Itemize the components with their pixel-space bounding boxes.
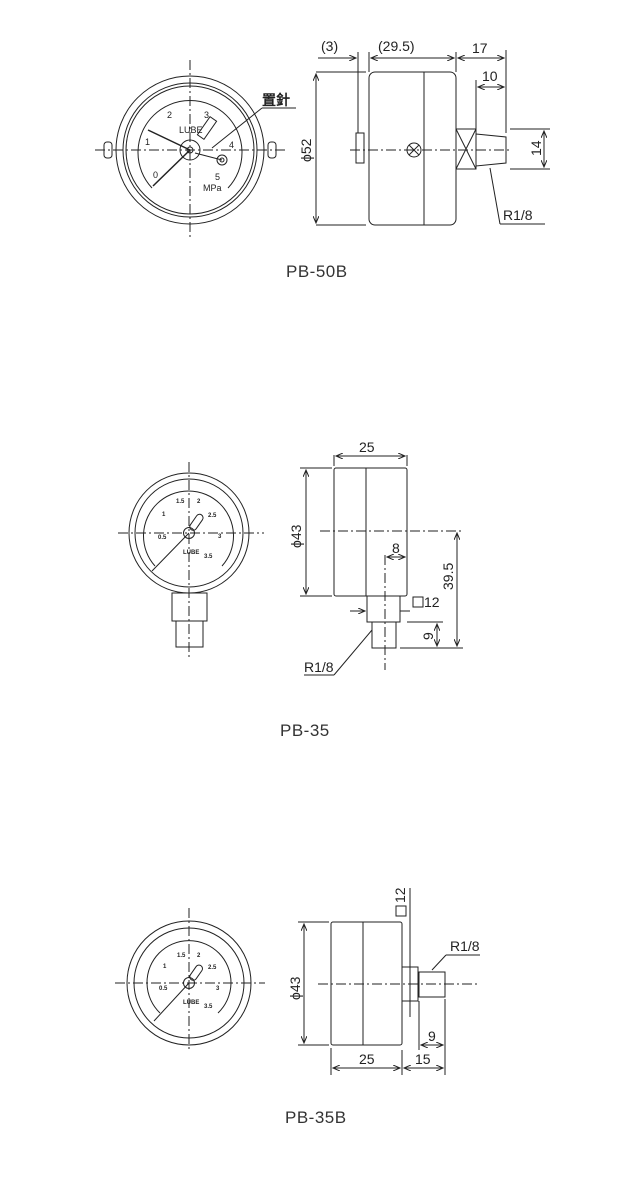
pb35-dim-8: 8: [392, 540, 400, 556]
pb35-dim-25: 25: [359, 439, 375, 455]
caption-pb-35b: PB-35B: [285, 1108, 347, 1127]
pb50b-brand: LUBE: [179, 125, 203, 135]
pb35b-scale-3.5: 3.5: [204, 1004, 213, 1010]
pb35-scale-2.5: 2.5: [208, 513, 217, 519]
pb35b-dim-12: 12: [392, 887, 408, 903]
pb50b-scale-2: 2: [167, 110, 172, 120]
pb35-scale-0.5: 0.5: [158, 535, 167, 541]
pb50b-scale-0: 0: [153, 170, 158, 180]
pb50b-dim-body: (29.5): [378, 38, 415, 54]
pb35b-dim-thread: R1/8: [450, 938, 480, 954]
pb35b-scale-3: 3: [216, 986, 220, 992]
pb35-front-view: [118, 462, 264, 658]
pb35-dim-12: 12: [424, 594, 440, 610]
pb35-dim-9: 9: [420, 632, 436, 640]
pb50b-callout: 置針: [262, 92, 290, 108]
pb50b-scale-1: 1: [145, 137, 150, 147]
pb35b-scale-0.5: 0.5: [159, 986, 168, 992]
pb50b-dim-14: 14: [528, 140, 544, 156]
pb35b-scale-1: 1: [163, 964, 167, 970]
pb35-scale-3.5: 3.5: [204, 554, 213, 560]
caption-pb-50b: PB-50B: [286, 262, 348, 281]
pb50b-dim-knob: (3): [321, 38, 338, 54]
pb35-scale-1: 1: [162, 512, 166, 518]
pb35-scale-3: 3: [218, 534, 222, 540]
caption-pb-35: PB-35: [280, 721, 330, 740]
pb35b-brand: LUBE: [183, 1000, 199, 1006]
pb35-scale-1.5: 1.5: [176, 499, 185, 505]
pb50b-side-view: [316, 50, 550, 226]
pb50b-dim-diameter: ϕ52: [298, 138, 314, 162]
pb35b-dim-15: 15: [415, 1051, 431, 1067]
pb50b-dim-10: 10: [482, 68, 498, 84]
pb50b-dim-17: 17: [472, 40, 488, 56]
pb35b-dim-25: 25: [359, 1051, 375, 1067]
pb50b-scale-4: 4: [229, 140, 234, 150]
pb35-scale-2: 2: [197, 499, 201, 505]
pb35-brand: LUBE: [183, 550, 199, 556]
pb35b-front-view: [115, 908, 265, 1052]
pb35b-scale-1.5: 1.5: [177, 953, 186, 959]
pb35-dim-39.5: 39.5: [440, 563, 456, 590]
pb35-side-view: [300, 455, 463, 676]
pb50b-scale-3: 3: [204, 110, 209, 120]
pb35-dim-thread: R1/8: [304, 659, 334, 675]
pb50b-front-view: [95, 60, 296, 238]
pb50b-scale-5: 5: [215, 172, 220, 182]
pb50b-dim-thread: R1/8: [503, 207, 533, 223]
pb35b-scale-2.5: 2.5: [208, 965, 217, 971]
pb50b-unit: MPa: [203, 183, 222, 193]
pb35b-dim-diameter: ϕ43: [287, 976, 303, 1000]
pb35-dim-diameter: ϕ43: [288, 524, 304, 548]
pb35b-scale-2: 2: [197, 953, 201, 959]
pb35b-dim-9: 9: [428, 1028, 436, 1044]
pb35b-side-view: [298, 888, 480, 1075]
